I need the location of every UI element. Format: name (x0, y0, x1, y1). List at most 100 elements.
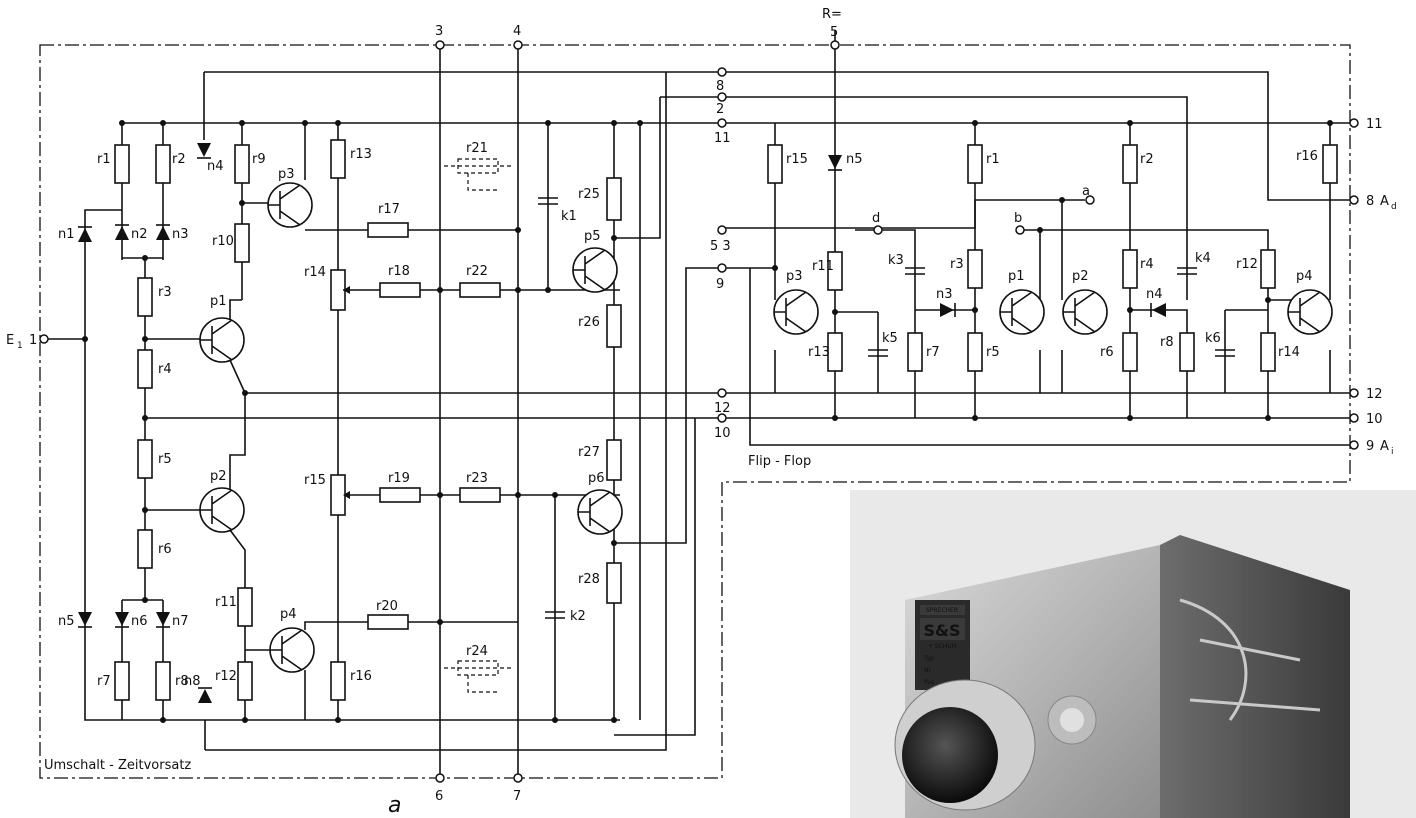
out-8-d-label: d (1391, 202, 1397, 212)
label-ff-r15: r15 (786, 152, 808, 167)
label-ff-k4: k4 (1195, 251, 1211, 266)
terminal-8-label: 8 (716, 79, 724, 94)
module-side-board (1160, 535, 1350, 818)
label-r8: r8 (175, 674, 189, 689)
out-8-a-label: A (1380, 194, 1389, 209)
label-r28: r28 (578, 572, 600, 587)
label-p5: p5 (584, 229, 601, 244)
label-r19: r19 (388, 471, 410, 486)
label-ff-r16: r16 (1296, 149, 1318, 164)
label-ff-n4: n4 (1146, 287, 1163, 302)
out-9-i-label: i (1391, 447, 1394, 457)
label-p3: p3 (278, 167, 295, 182)
label-r11: r11 (215, 595, 237, 610)
right-component-labels: r15 n5 r11 r13 k5 k3 n3 r7 r1 r3 r5 p3 p… (786, 149, 1318, 360)
node-a-label: a (1082, 184, 1090, 199)
out-10-label: 10 (1366, 412, 1383, 427)
terminal-11-label: 11 (714, 131, 731, 146)
label-ff-r1: r1 (986, 152, 1000, 167)
label-ff-r11: r11 (812, 259, 834, 274)
label-ff-p4: p4 (1296, 269, 1313, 284)
label-p6: p6 (588, 471, 605, 486)
label-r20: r20 (376, 599, 398, 614)
label-p1: p1 (210, 294, 227, 309)
out-12-label: 12 (1366, 387, 1383, 402)
left-module-box (39, 44, 1351, 779)
terminal-7-label: 7 (513, 789, 521, 804)
terminal-labels: 3 4 R= 5 6 7 8 2 11 5 3 9 12 10 E 1 1 11… (6, 7, 1397, 818)
photo-brand-bottom: + SCHUH (928, 643, 956, 650)
terminal-10-label: 10 (714, 426, 731, 441)
left-wiring (44, 30, 1350, 778)
label-ff-r7: r7 (926, 345, 940, 360)
figure-label-a: a (388, 793, 401, 818)
label-k2: k2 (570, 609, 586, 624)
label-r25: r25 (578, 187, 600, 202)
label-n7: n7 (172, 614, 189, 629)
label-r2: r2 (172, 152, 186, 167)
label-p2: p2 (210, 469, 227, 484)
terminal-5-label: 5 (830, 25, 838, 40)
adjustable-resistors (444, 158, 514, 693)
photo-brand-top: SPRECHER (926, 607, 958, 614)
label-k1: k1 (561, 209, 577, 224)
photo-row-nr: Nr (924, 667, 931, 674)
label-ff-r3: r3 (950, 257, 964, 272)
label-r7: r7 (97, 674, 111, 689)
diodes (78, 143, 1166, 703)
label-ff-r8: r8 (1160, 335, 1174, 350)
label-ff-p2: p2 (1072, 269, 1089, 284)
terminal-5-3-label: 5 3 (710, 239, 731, 254)
label-n3: n3 (172, 227, 189, 242)
out-9-label: 9 (1366, 439, 1374, 454)
label-r15: r15 (304, 473, 326, 488)
left-box-label: Umschalt - Zeitvorsatz (44, 758, 191, 773)
label-r10: r10 (212, 234, 234, 249)
terminal-4-label: 4 (513, 24, 521, 39)
label-n1: n1 (58, 227, 75, 242)
label-r9: r9 (252, 152, 266, 167)
label-ff-r14: r14 (1278, 345, 1300, 360)
capacitors (538, 197, 1235, 619)
terminal-6-label: 6 (435, 789, 443, 804)
label-ff-r6: r6 (1100, 345, 1114, 360)
photo-row-pos: Pos (924, 679, 934, 686)
photo-brand-logo: S&S (924, 621, 961, 640)
junctions (82, 120, 1333, 723)
supply-label: R= (822, 7, 842, 22)
flipflop-wiring (722, 123, 1350, 446)
module-photo: SPRECHER S&S + SCHUH Typ Nr Pos (850, 490, 1416, 818)
label-n5: n5 (58, 614, 75, 629)
label-n4: n4 (207, 159, 224, 174)
label-r18: r18 (388, 264, 410, 279)
label-r21: r21 (466, 141, 488, 156)
label-n8: n8 (184, 674, 201, 689)
label-ff-n5: n5 (846, 152, 863, 167)
label-r4: r4 (158, 362, 172, 377)
out-11-label: 11 (1366, 117, 1383, 132)
label-r12: r12 (215, 669, 237, 684)
label-r3: r3 (158, 285, 172, 300)
label-r24: r24 (466, 644, 488, 659)
terminal-2-label: 2 (716, 102, 724, 117)
label-r5: r5 (158, 452, 172, 467)
photo-knob (902, 707, 998, 803)
label-ff-r2: r2 (1140, 152, 1154, 167)
label-r16: r16 (350, 669, 372, 684)
label-ff-p1: p1 (1008, 269, 1025, 284)
terminal-12-label: 12 (714, 401, 731, 416)
label-n6: n6 (131, 614, 148, 629)
label-ff-r5: r5 (986, 345, 1000, 360)
label-r6: r6 (158, 542, 172, 557)
label-r13: r13 (350, 147, 372, 162)
left-component-labels: n1 n2 n3 n4 n5 n6 n7 n8 r1 r2 r3 r4 r5 r… (58, 141, 605, 689)
label-ff-k3: k3 (888, 253, 904, 268)
label-ff-k5: k5 (882, 331, 898, 346)
label-r26: r26 (578, 315, 600, 330)
label-ff-p3: p3 (786, 269, 803, 284)
out-9-a-label: A (1380, 439, 1389, 454)
input-e1-label: E (6, 333, 14, 348)
label-ff-n3: n3 (936, 287, 953, 302)
